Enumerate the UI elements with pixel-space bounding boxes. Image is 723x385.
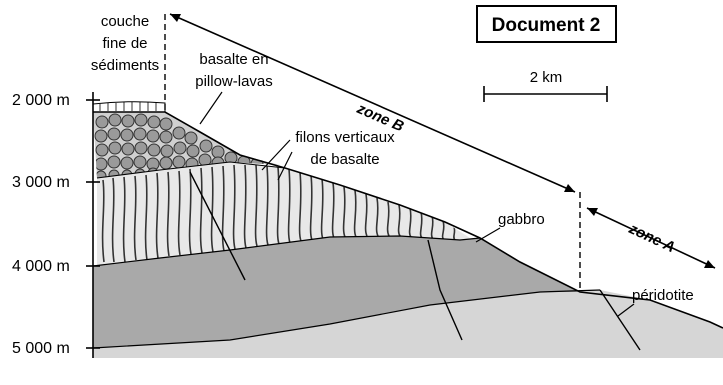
depth-4000: 4 000 m — [12, 258, 70, 275]
scale-bar — [484, 86, 607, 102]
sediments-label-line1: couche — [101, 13, 149, 30]
pillow-label-line1: basalte en — [199, 51, 268, 68]
filons-label-line1: filons verticaux — [295, 129, 395, 146]
scale-bar-label: 2 km — [530, 69, 563, 86]
depth-3000: 3 000 m — [12, 174, 70, 191]
gabbro-label: gabbro — [498, 211, 545, 228]
document-title: Document 2 — [492, 15, 601, 36]
sediment-layer — [93, 102, 165, 112]
sediments-label-line2: fine de — [102, 35, 147, 52]
depth-5000: 5 000 m — [12, 340, 70, 357]
pillow-label-line2: pillow-lavas — [195, 73, 273, 90]
filons-label-line2: de basalte — [310, 151, 379, 168]
depth-2000: 2 000 m — [12, 92, 70, 109]
sediments-label-line3: sédiments — [91, 57, 159, 74]
peridotite-label: péridotite — [632, 287, 694, 304]
zone-a-label: zone A — [625, 220, 677, 256]
